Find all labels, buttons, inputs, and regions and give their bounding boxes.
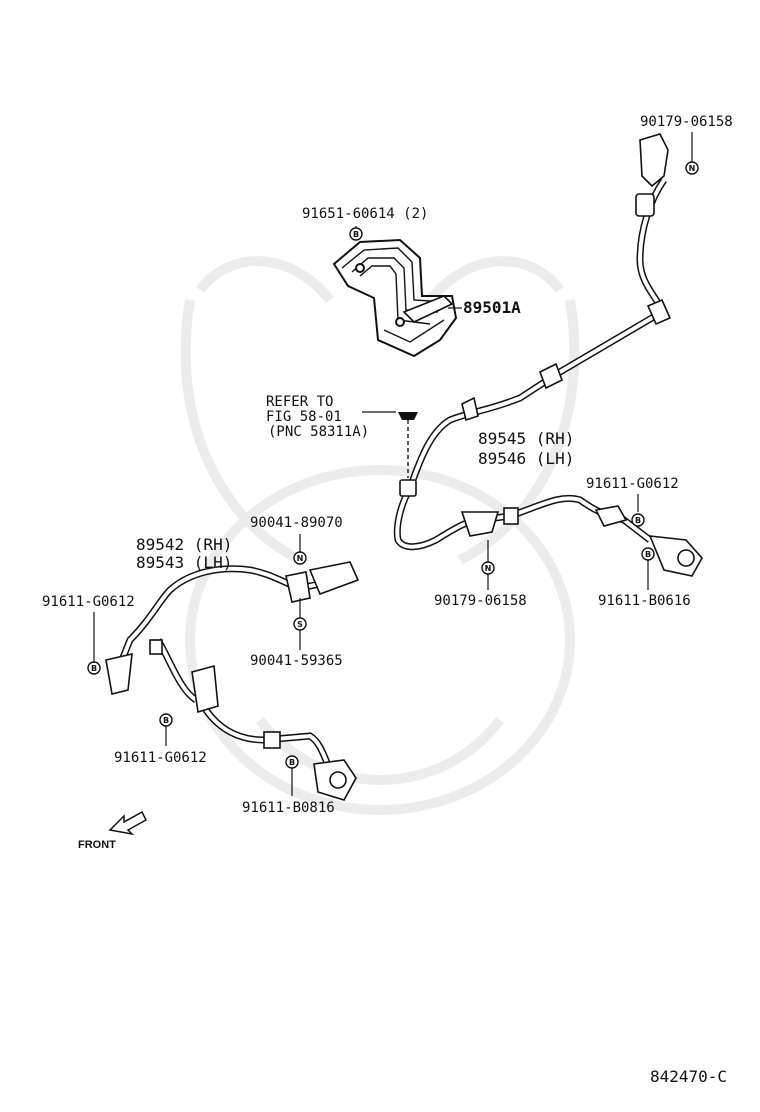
refer-note-line: FIG 58-01 — [266, 409, 342, 425]
part-label: 91611-B0816 — [242, 800, 335, 816]
bolt-symbol-icon — [159, 713, 173, 727]
part-label: 90179-06158 — [434, 593, 527, 609]
part-label: 91611-B0616 — [598, 593, 691, 609]
part-label: 91611-G0612 — [114, 750, 207, 766]
nut-symbol-icon — [293, 551, 307, 565]
refer-note-line: (PNC 58311A) — [268, 424, 370, 440]
part-label: 89543 (LH) — [136, 553, 233, 572]
rear-harness — [393, 177, 667, 551]
front-arrow-icon — [108, 810, 147, 836]
part-label: 91611-G0612 — [586, 476, 679, 492]
symbol-letter: B — [289, 758, 295, 767]
grommet — [398, 412, 418, 420]
symbol-letter: B — [645, 550, 651, 559]
part-label: 89501A — [463, 298, 521, 317]
figure-id: 842470-C — [650, 1067, 728, 1086]
nut-symbol-icon — [481, 561, 495, 575]
bolt-symbol-icon — [641, 547, 655, 561]
part-label: 89545 (RH) — [478, 429, 575, 448]
part-label: 89546 (LH) — [478, 449, 575, 468]
bolt-symbol-icon — [631, 513, 645, 527]
fastener-symbols — [87, 161, 699, 769]
part-label: 90041-59365 — [250, 653, 343, 669]
symbol-letter: B — [91, 664, 97, 673]
front-label: FRONT — [78, 839, 116, 851]
symbol-letter: S — [297, 620, 303, 629]
bolt-symbol-icon — [285, 755, 299, 769]
part-label: 91651-60614 (2) — [302, 206, 429, 222]
symbol-letter: N — [297, 554, 304, 563]
part-label: 90179-06158 — [640, 114, 733, 130]
bolt-symbol-icon — [87, 661, 101, 675]
symbol-letter: B — [163, 716, 169, 725]
bolt-symbol-icon — [349, 227, 363, 241]
refer-note-line: REFER TO — [266, 394, 334, 410]
part-label: 91611-G0612 — [42, 594, 135, 610]
part-label: 89542 (RH) — [136, 535, 233, 554]
watermark-emblem — [180, 256, 580, 815]
symbol-letter: B — [353, 230, 359, 239]
nut-symbol-icon — [685, 161, 699, 175]
front-harness-clips — [105, 561, 360, 801]
part-label: 90041-89070 — [250, 515, 343, 531]
leader-lines — [93, 132, 693, 796]
clip-symbol-icon — [293, 617, 307, 631]
symbol-letter: N — [689, 164, 696, 173]
symbol-letter: N — [485, 564, 492, 573]
symbol-letter: B — [635, 516, 641, 525]
actuator-bracket — [332, 238, 458, 358]
rear-harness-clips — [399, 133, 703, 577]
